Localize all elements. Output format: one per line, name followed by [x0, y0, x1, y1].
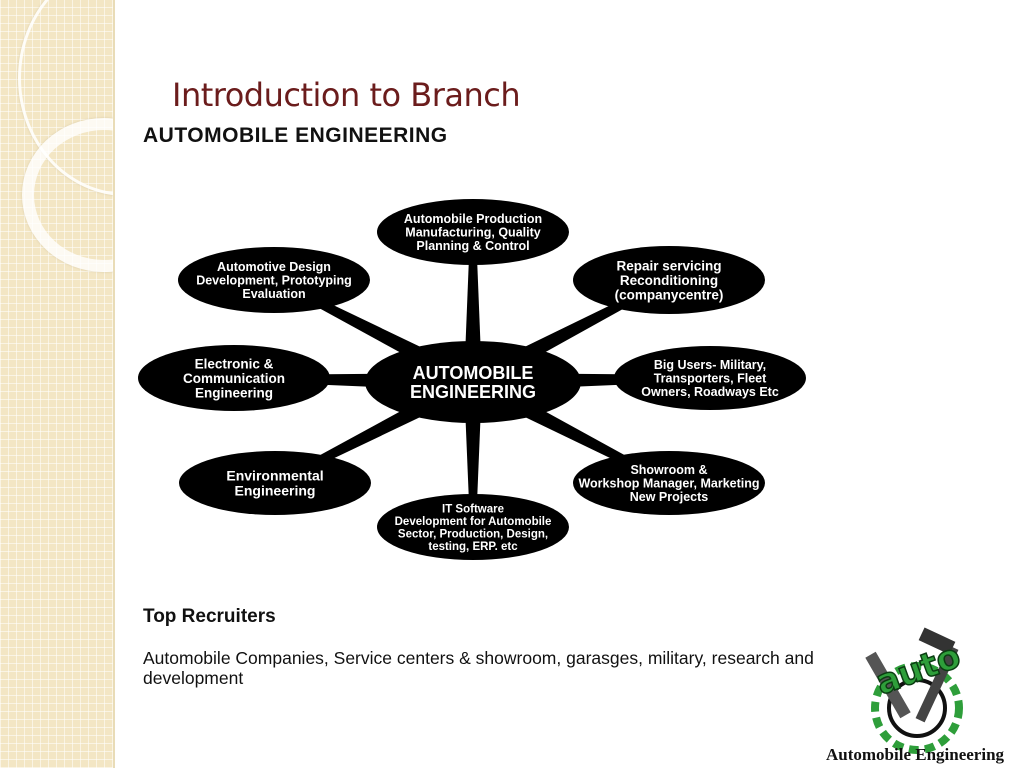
- node-repair-shape: [573, 246, 765, 314]
- node-electronic-label: Electronic &: [195, 356, 274, 371]
- decorative-side-panel: [0, 0, 115, 768]
- node-showroom-label: Showroom &: [630, 463, 707, 477]
- node-electronic-label: Engineering: [195, 385, 273, 400]
- node-showroom-label: Workshop Manager, Marketing: [578, 477, 759, 491]
- node-environmental-label: Engineering: [235, 483, 316, 499]
- node-showroom: Showroom &Workshop Manager, MarketingNew…: [573, 451, 765, 515]
- slide-title: Introduction to Branch: [172, 76, 521, 114]
- node-repair-label: (companycentre): [615, 287, 724, 302]
- diagram-heading: AUTOMOBILE ENGINEERING: [143, 124, 448, 147]
- node-production-label: Manufacturing, Quality: [405, 226, 540, 240]
- node-design-shape: [178, 247, 370, 313]
- node-big-users-label: Big Users- Military,: [654, 358, 766, 372]
- node-electronic-shape: [138, 345, 330, 411]
- node-it-software-label: IT Software: [442, 504, 504, 516]
- node-production-label: Automobile Production: [404, 212, 542, 226]
- node-big-users: Big Users- Military,Transporters, FleetO…: [614, 346, 806, 410]
- node-big-users-shape: [614, 346, 806, 410]
- node-it-software-label: Sector, Production, Design,: [398, 528, 548, 540]
- node-big-users-label: Owners, Roadways Etc: [641, 385, 779, 399]
- node-design-label: Evaluation: [242, 287, 305, 301]
- node-showroom-label: New Projects: [630, 490, 709, 504]
- node-design-label: Automotive Design: [217, 260, 331, 274]
- node-repair-label: Reconditioning: [620, 273, 718, 288]
- recruiters-heading: Top Recruiters: [143, 606, 276, 627]
- recruiters-text: Automobile Companies, Service centers & …: [143, 648, 814, 688]
- center-node-label: ENGINEERING: [410, 382, 536, 402]
- node-it-software-label: testing, ERP. etc: [428, 541, 518, 553]
- logo-lettering: auto: [871, 636, 966, 703]
- node-it-software-label: Development for Automobile: [395, 516, 552, 528]
- node-big-users-label: Transporters, Fleet: [654, 372, 767, 386]
- node-it-software-shape: [377, 494, 569, 560]
- node-production-shape: [377, 199, 569, 265]
- node-electronic-label: Communication: [183, 371, 285, 386]
- node-environmental-shape: [179, 451, 371, 515]
- node-environmental-label: Environmental: [226, 467, 323, 483]
- center-node-label: AUTOMOBILE: [413, 363, 534, 383]
- node-design-label: Development, Prototyping: [196, 274, 352, 288]
- wrench-hammer-gear-logo-icon: auto: [865, 627, 967, 754]
- center-node-shape: [365, 341, 581, 423]
- node-production-label: Planning & Control: [416, 239, 529, 253]
- node-repair: Repair servicingReconditioning(companyce…: [573, 246, 765, 314]
- node-repair-label: Repair servicing: [616, 258, 721, 273]
- node-showroom-shape: [573, 451, 765, 515]
- logo-caption: Automobile Engineering: [826, 745, 1005, 764]
